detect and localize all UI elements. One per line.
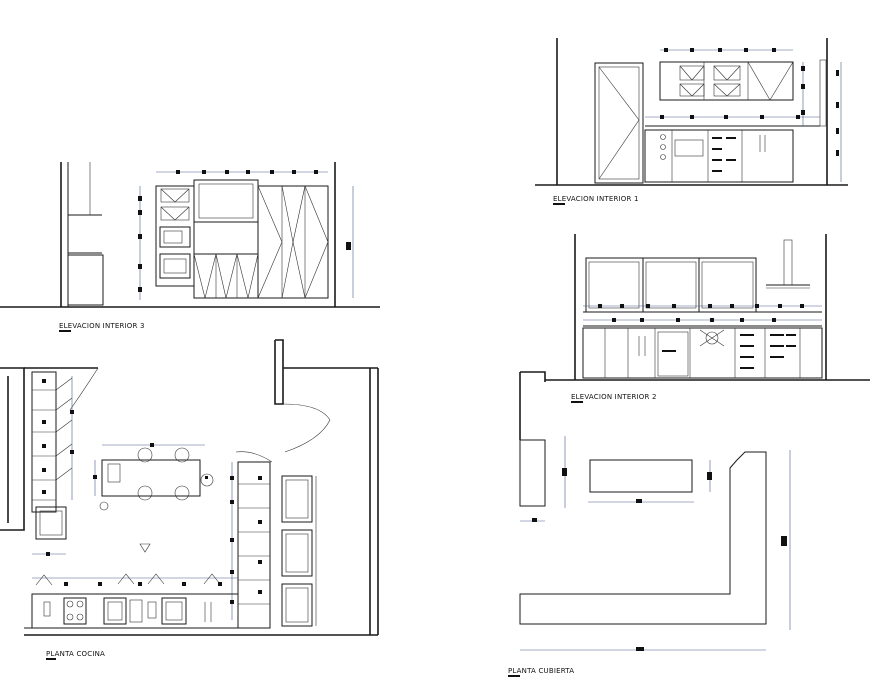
elevation-interior-3: ELEVACION INTERIOR 3 — [0, 162, 380, 332]
plan-roof-label: PLANTA CUBIERTA — [508, 667, 574, 675]
elevation-interior-1: ELEVACION INTERIOR 1 — [535, 38, 848, 205]
elevation-3-label: ELEVACION INTERIOR 3 — [59, 322, 145, 330]
elevation-1-label: ELEVACION INTERIOR 1 — [553, 195, 639, 203]
plan-kitchen-label: PLANTA COCINA — [46, 650, 105, 658]
plan-kitchen: PLANTA COCINA — [0, 339, 379, 660]
elevation-2-label: ELEVACION INTERIOR 2 — [571, 393, 657, 401]
elevation-interior-2: ELEVACION INTERIOR 2 — [545, 234, 870, 403]
plan-roof: PLANTA CUBIERTA — [508, 371, 791, 677]
